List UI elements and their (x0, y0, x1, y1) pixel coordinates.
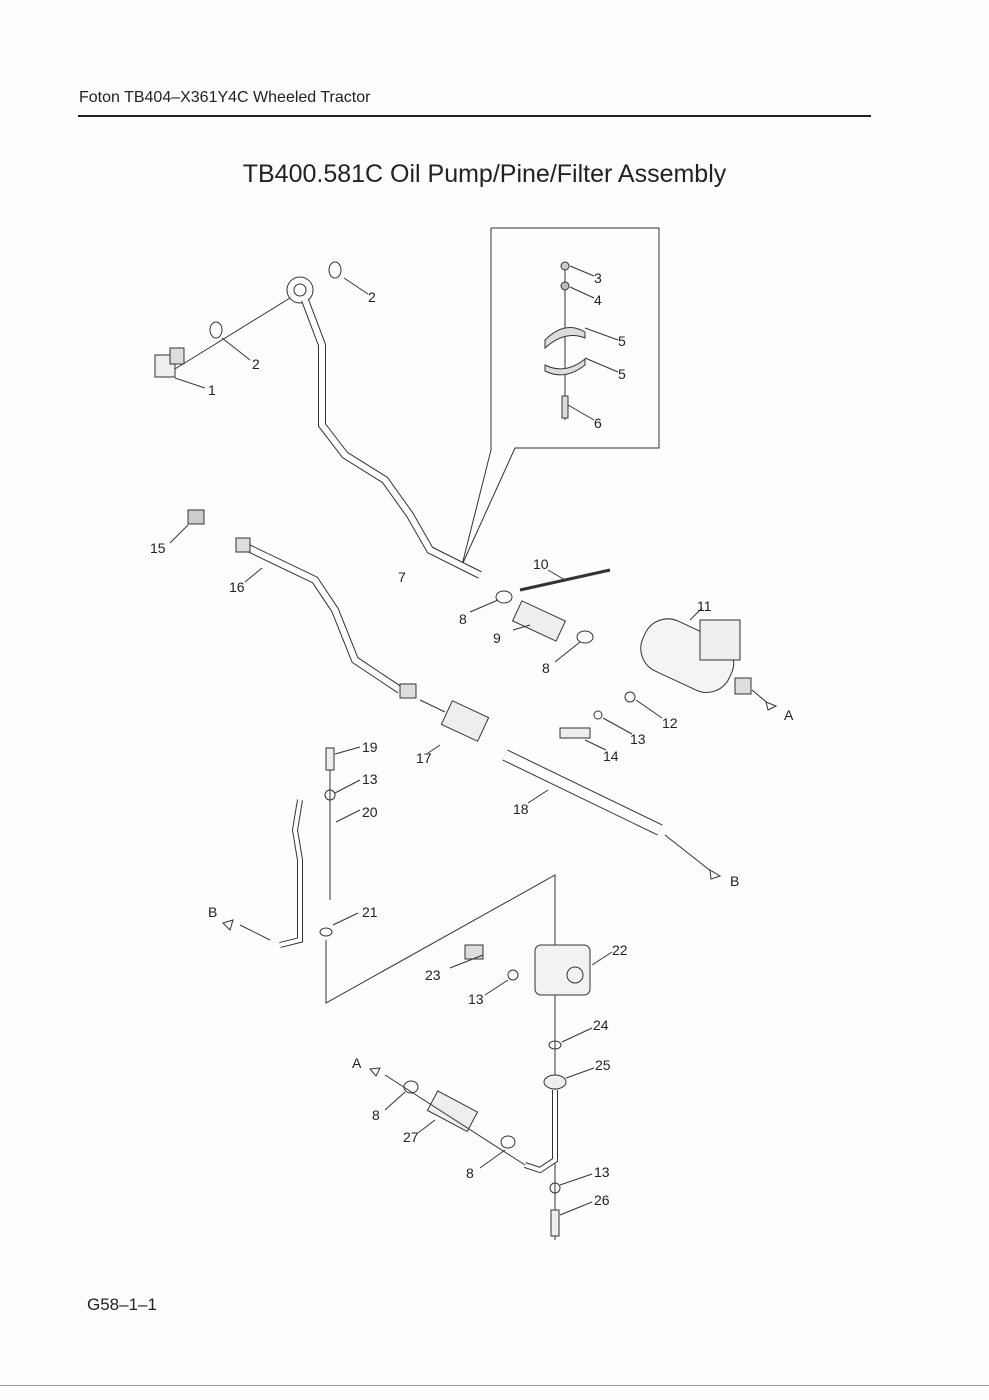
leader-lines (567, 265, 619, 421)
pipe-20 (239, 746, 556, 1004)
callout-label: A (784, 707, 794, 723)
callout-label: 13 (468, 991, 484, 1007)
callout-label: 2 (368, 289, 376, 305)
callout-label: 13 (630, 731, 646, 747)
document-header: Foton TB404–X361Y4C Wheeled Tractor (79, 89, 371, 106)
callout-label: 6 (594, 415, 602, 431)
callout-label: B (208, 904, 217, 920)
callout-label: 18 (513, 801, 529, 817)
callout-label: 16 (229, 579, 245, 595)
callout-label: 8 (459, 611, 467, 627)
callout-label: 3 (594, 270, 602, 286)
callout-label: 27 (403, 1129, 419, 1145)
header-divider (78, 115, 871, 117)
callout-label: 14 (603, 748, 619, 764)
callout-label: 8 (466, 1165, 474, 1181)
callout-label: 5 (618, 366, 626, 382)
callout-label: 8 (372, 1107, 380, 1123)
callout-labels: 1 2 2 3 4 5 5 6 15 16 7 10 11 8 9 8 12 1… (150, 270, 794, 1208)
callout-label: 1 (208, 382, 216, 398)
callout-label: 8 (542, 660, 550, 676)
callout-label: 12 (662, 715, 678, 731)
callout-label: 7 (398, 569, 406, 585)
hose-18 (502, 749, 713, 873)
callout-label: 24 (593, 1017, 609, 1033)
callout-label: 21 (362, 904, 378, 920)
callout-label: 5 (618, 333, 626, 349)
callout-label: 20 (362, 804, 378, 820)
callout-label: 26 (594, 1192, 610, 1208)
callout-label: 11 (697, 598, 712, 614)
pump-22 (384, 944, 613, 1240)
flow-arrow-icons (222, 701, 778, 1077)
callout-label: 23 (425, 967, 441, 983)
pipe-16 (169, 509, 490, 754)
page-title: TB400.581C Oil Pump/Pine/Filter Assembly (242, 160, 727, 188)
callout-label: 25 (595, 1057, 611, 1073)
callout-label: 17 (416, 750, 432, 766)
callout-label: 22 (612, 942, 628, 958)
callout-label: 13 (594, 1164, 610, 1180)
page-code: G58–1–1 (87, 1295, 157, 1314)
pipe-7 (154, 261, 482, 579)
bottom-edge-line (0, 1385, 989, 1386)
callout-label: 10 (533, 556, 549, 572)
clamp-detail-inset (461, 227, 660, 566)
callout-label: 2 (252, 356, 260, 372)
filter-11 (469, 568, 771, 751)
callout-label: 15 (150, 540, 166, 556)
callout-label: B (730, 873, 739, 889)
callout-label: 9 (493, 630, 501, 646)
callout-label: A (352, 1055, 362, 1071)
callout-label: 4 (594, 292, 602, 308)
callout-label: 19 (362, 739, 378, 755)
callout-label: 13 (362, 771, 378, 787)
